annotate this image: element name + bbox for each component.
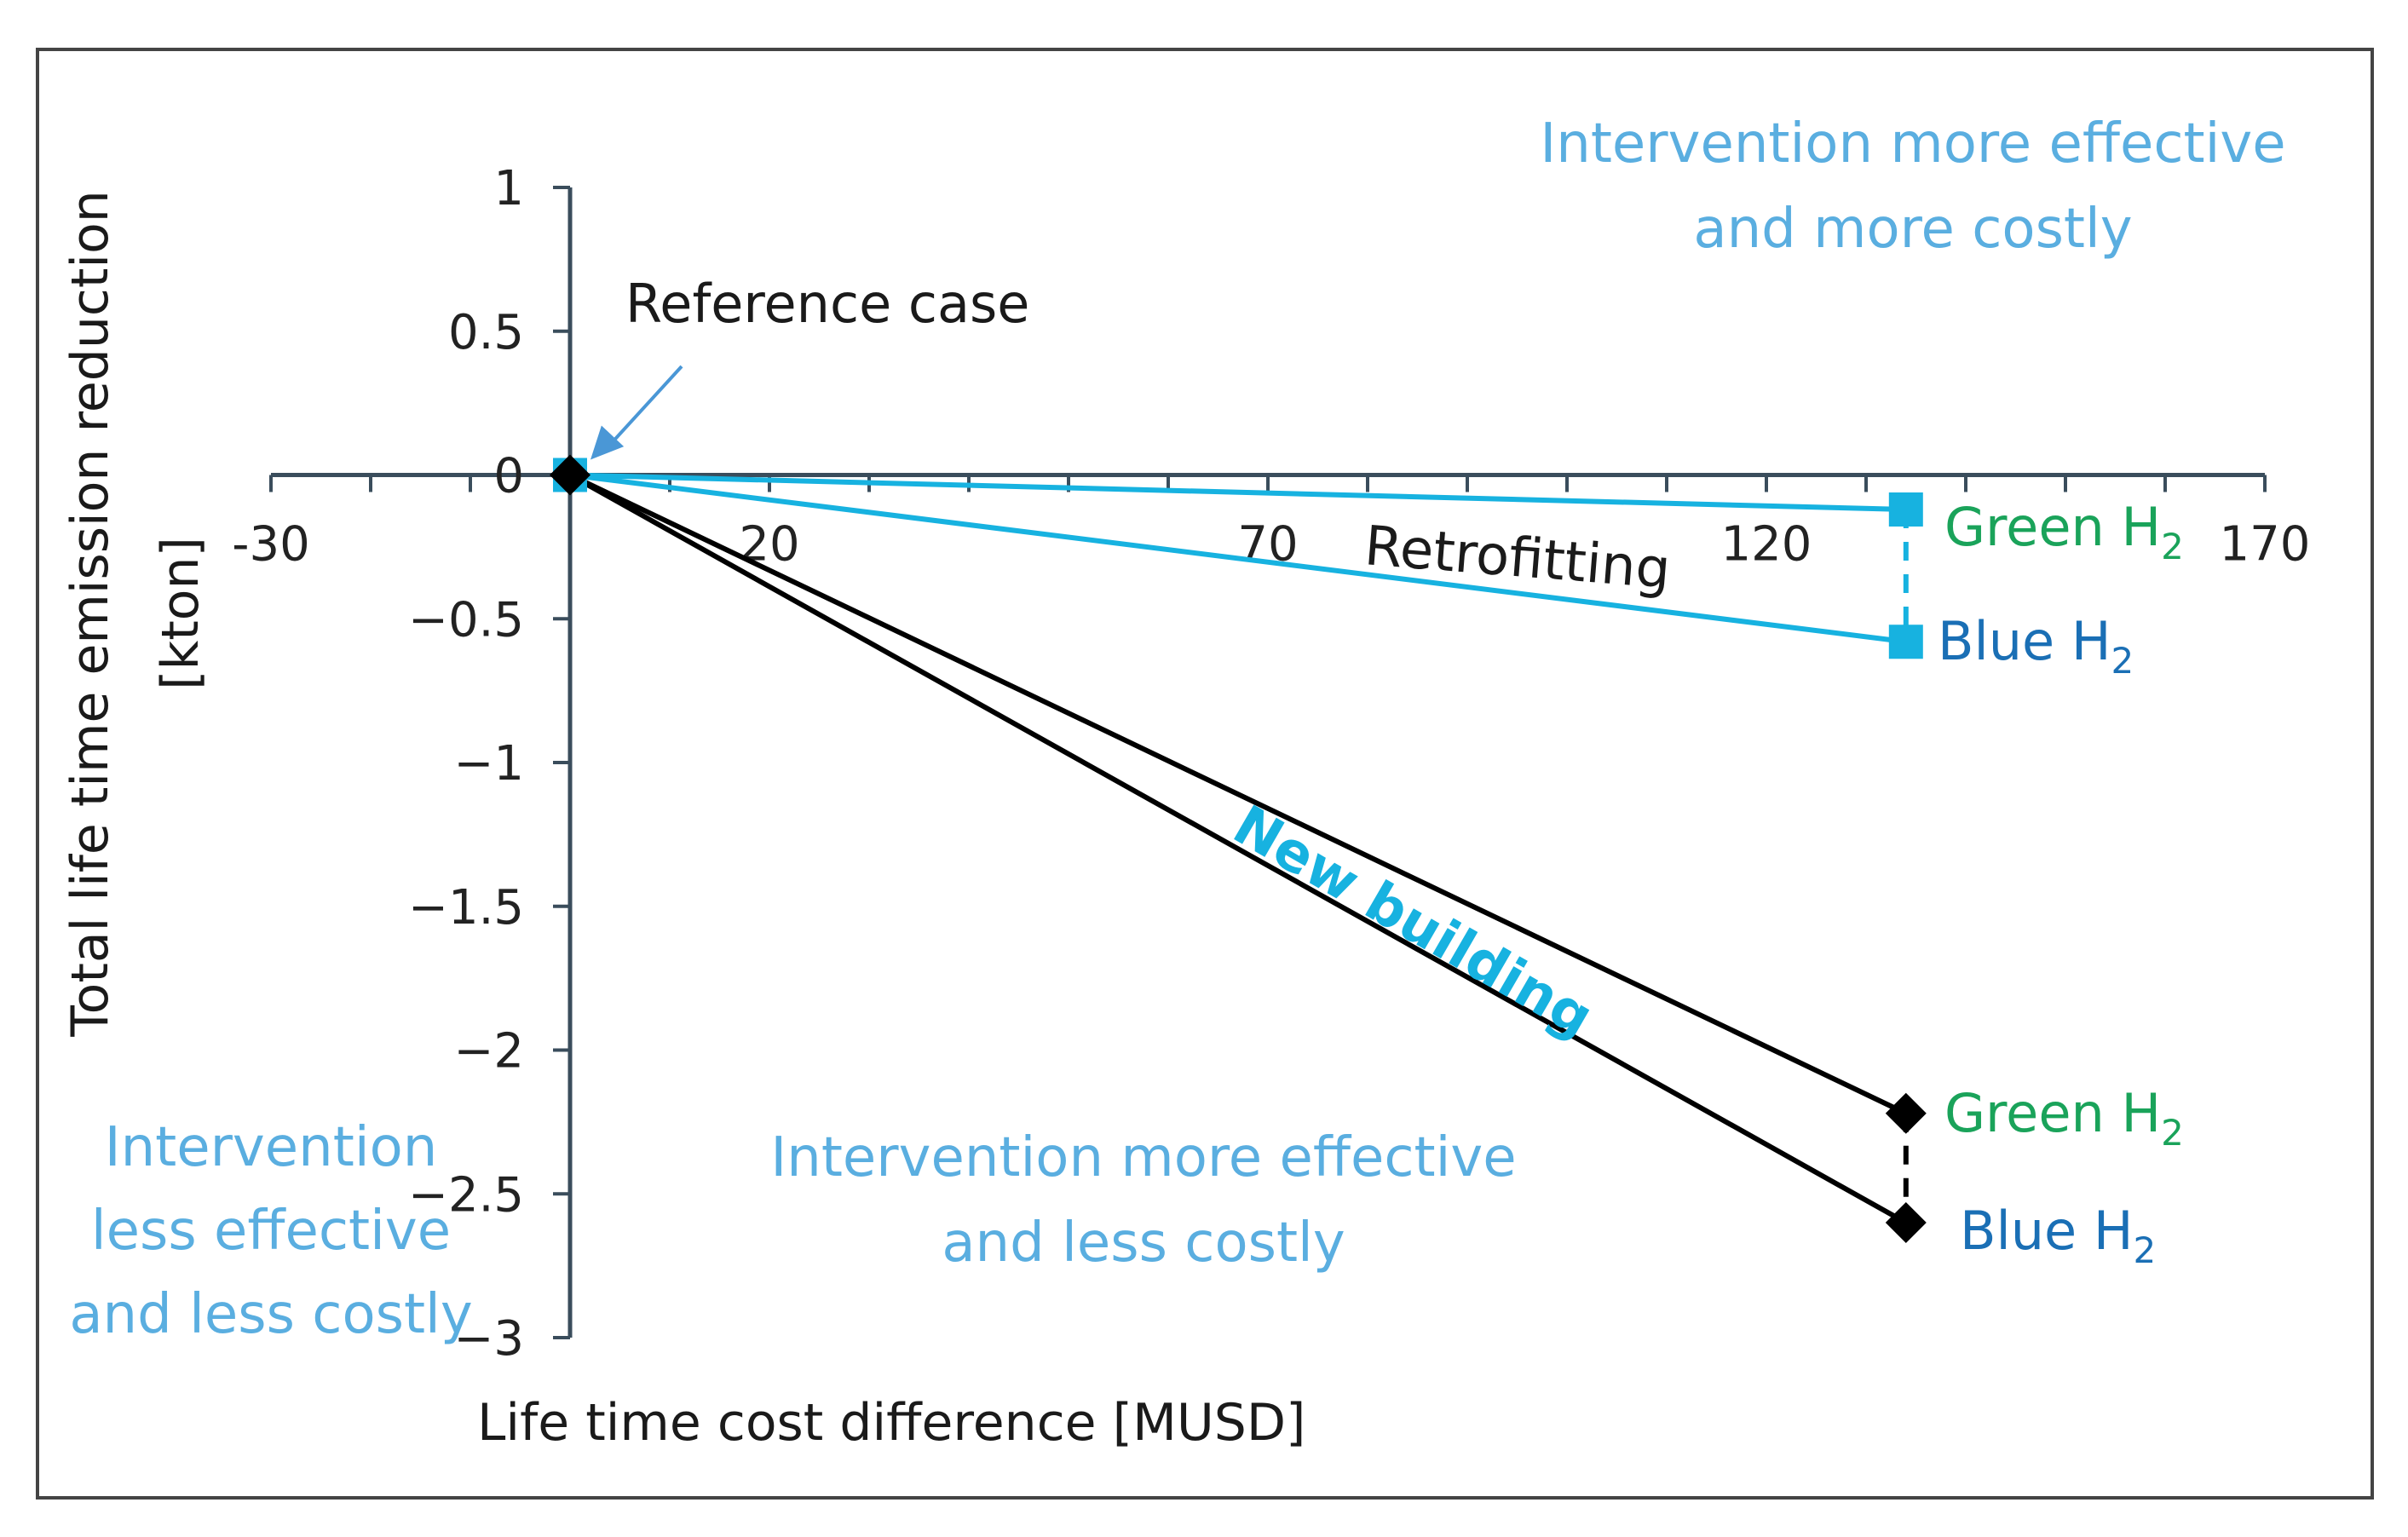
annotation-bottom-middle-line-2: and less costly (942, 1212, 1345, 1275)
end-label-retrofit-blue-sub: 2 (2111, 640, 2134, 682)
y-tick-label: −3 (453, 1311, 524, 1367)
retrofitting-marker-blue (1888, 625, 1923, 659)
y-tick-label: −2.5 (408, 1167, 524, 1223)
retrofitting-line-green (569, 472, 1906, 512)
y-tick-label: 0 (493, 449, 524, 504)
annotation-bottom-left-line-3: and less costly (69, 1283, 472, 1346)
x-tick-label: 120 (1721, 517, 1812, 573)
series-layer (568, 472, 1927, 1243)
end-label-newbuild-blue-text: Blue H (1960, 1200, 2134, 1262)
reference-arrow-shaft (602, 365, 683, 452)
annotation-top-right-line-2: and more costly (1693, 198, 2132, 261)
y-tick-label: −2 (453, 1024, 524, 1079)
new-building-marker-green (1885, 1092, 1927, 1134)
end-label-newbuild-green: Green H2 (1944, 1082, 2184, 1154)
annotation-top-right-line-1: Intervention more effective (1540, 112, 2285, 176)
x-axis-title: Life time cost difference [MUSD] (477, 1393, 1305, 1453)
end-label-retrofit-blue: Blue H2 (1938, 610, 2134, 682)
reference-case-label: Reference case (625, 273, 1029, 335)
end-label-retrofit-green-text: Green H (1944, 496, 2161, 558)
end-label-newbuild-green-text: Green H (1944, 1082, 2161, 1144)
end-label-newbuild-blue: Blue H2 (1960, 1200, 2156, 1271)
retrofitting-line-blue (569, 472, 1907, 645)
y-tick-label: −0.5 (408, 592, 524, 648)
annotation-bottom-middle-line-1: Intervention more effective (770, 1126, 1516, 1189)
reference-arrow-head (590, 425, 625, 460)
end-label-newbuild-blue-sub: 2 (2134, 1229, 2157, 1271)
y-tick-label: −1.5 (408, 880, 524, 935)
x-tick-label: 20 (739, 517, 799, 573)
new-building-marker-blue (1885, 1202, 1927, 1243)
chart-frame (36, 48, 2374, 1500)
annotation-bottom-left-line-2: less effective (91, 1200, 451, 1263)
end-label-retrofit-blue-text: Blue H (1938, 610, 2111, 672)
y-tick-label: 0.5 (448, 305, 524, 360)
y-tick-label: 1 (493, 161, 524, 216)
y-tick-label: −1 (453, 736, 524, 792)
end-label-retrofit-green: Green H2 (1944, 496, 2184, 567)
y-axis-title-line-2: [kton] (151, 537, 210, 690)
end-label-newbuild-green-sub: 2 (2161, 1112, 2184, 1154)
annotation-bottom-left-line-1: Intervention (105, 1116, 438, 1179)
x-tick-label: -30 (232, 517, 309, 573)
end-label-retrofit-green-sub: 2 (2161, 526, 2184, 567)
y-axis-title-line-1: Total life time emission reduction (60, 190, 120, 1038)
x-tick-label: 170 (2220, 517, 2311, 573)
retrofitting-marker-green (1888, 492, 1923, 527)
new-building-line-green (568, 472, 1908, 1116)
new-building-line-blue (568, 472, 1908, 1225)
reference-diamond-marker (550, 454, 590, 496)
reference-layer (550, 365, 683, 496)
